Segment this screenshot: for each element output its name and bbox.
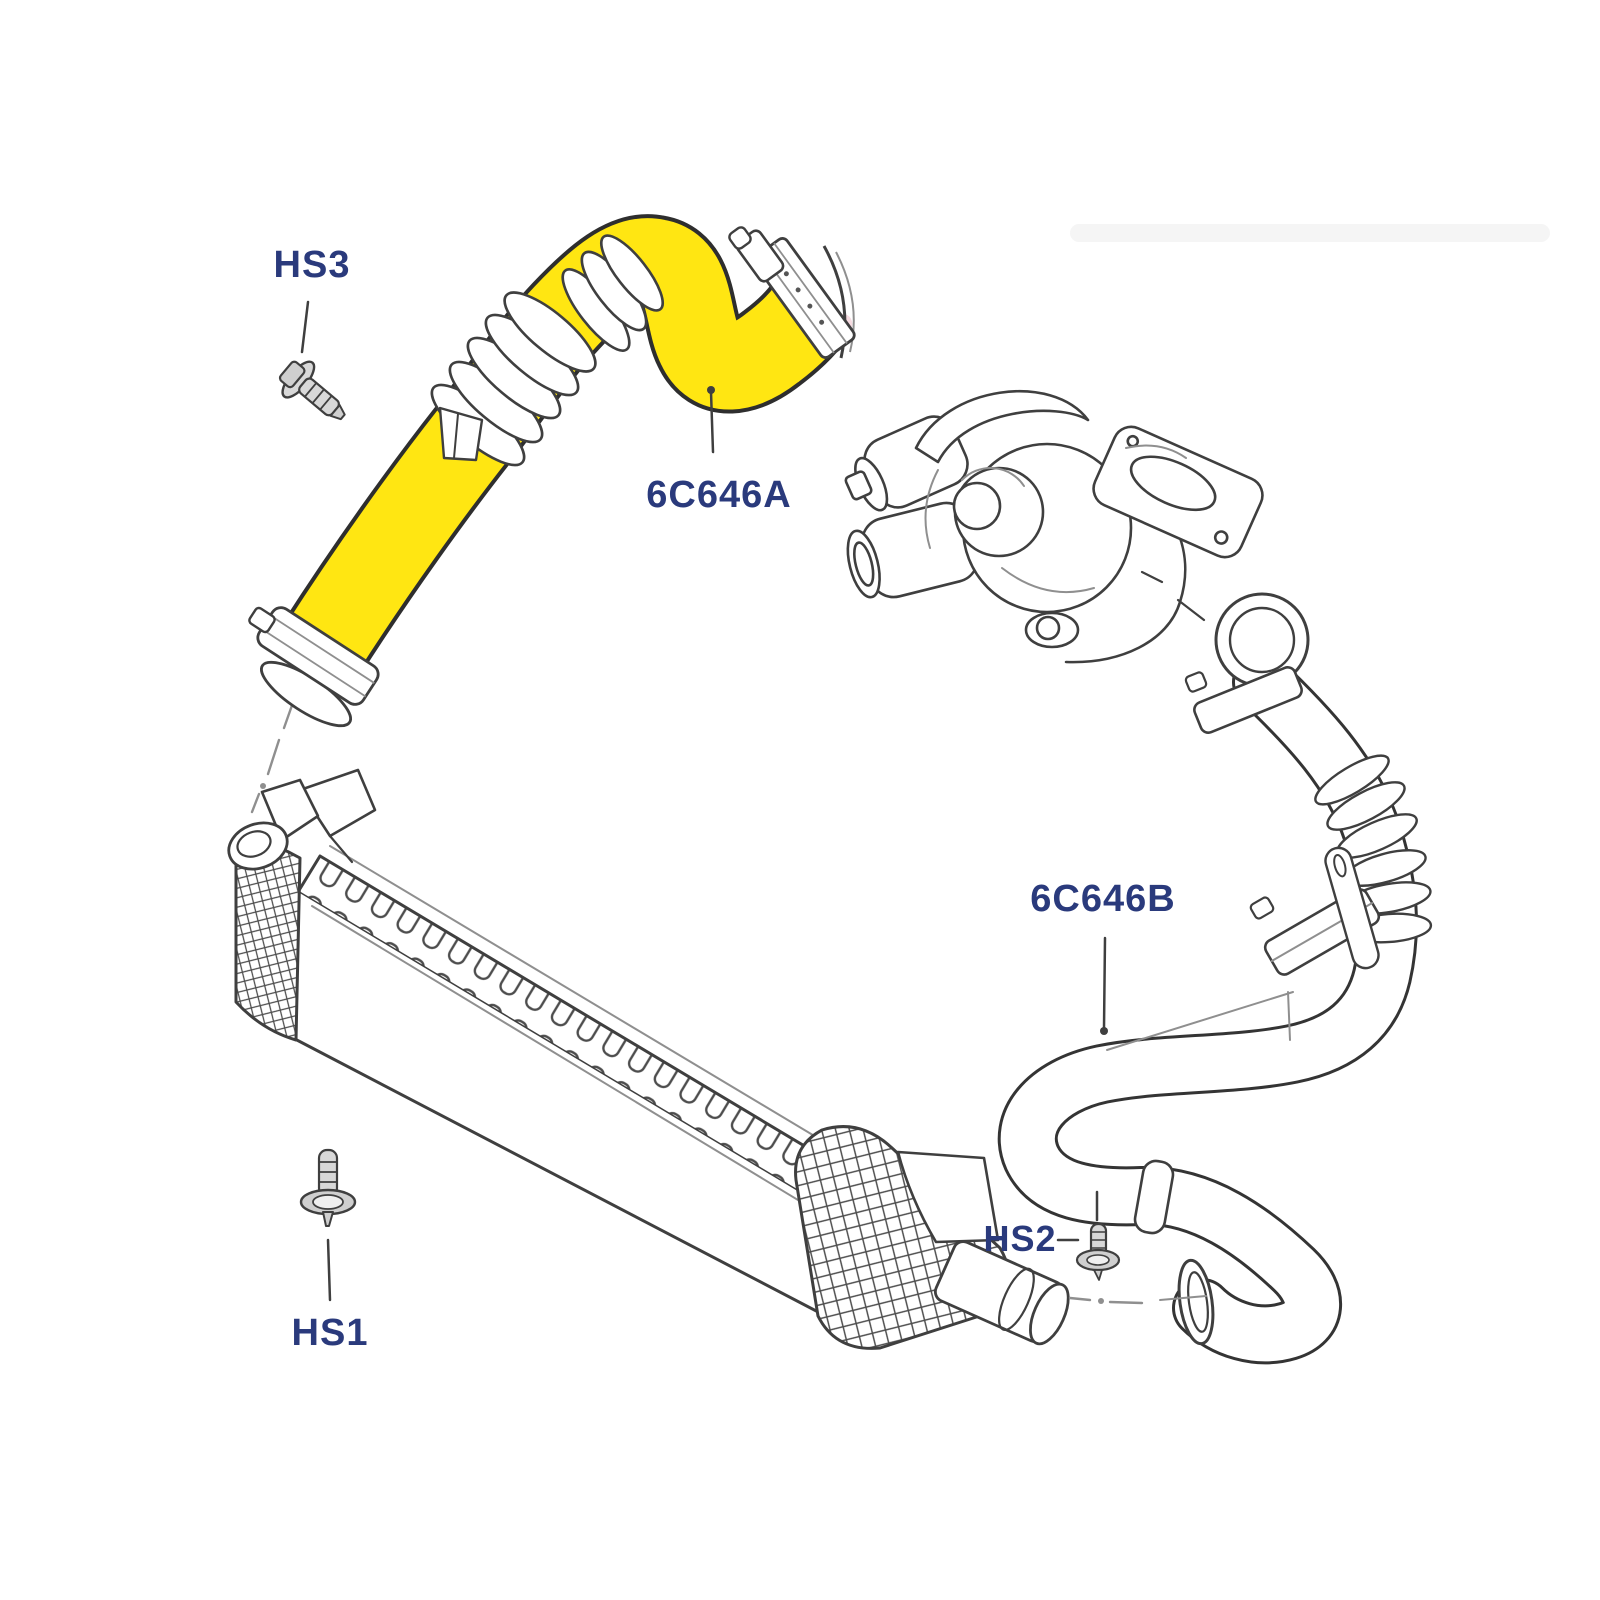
leader-line-hs3	[300, 300, 310, 354]
label-hs3: HS3	[273, 244, 351, 286]
leader-line-hs1	[326, 1238, 332, 1302]
leader-line-6c646a	[709, 390, 715, 454]
turbocharger-drawing	[844, 390, 1264, 664]
intercooler-front-face	[291, 890, 884, 1340]
hose-6c646b-open-end	[1159, 1258, 1215, 1346]
leader-dot-6c646b	[1100, 1027, 1108, 1035]
turbo-flange	[1092, 425, 1264, 559]
turbo-volute	[914, 390, 1090, 464]
hose-6c646b-drawing	[997, 592, 1433, 1365]
intercooler-inlet-port	[227, 768, 377, 871]
turbo-left-port-lower	[846, 501, 980, 599]
screw-hs2-icon	[1075, 1222, 1121, 1281]
hose-6c646b-bracket	[1324, 846, 1380, 970]
label-hs1: HS1	[291, 1312, 369, 1354]
hose-6c646a-tab	[438, 406, 484, 462]
assembly-centerline-outlet	[1068, 1296, 1144, 1305]
turbo-to-hose-dash	[1140, 570, 1206, 622]
label-6c646b: 6C646B	[1030, 878, 1176, 920]
intercooler-drawing	[227, 768, 1070, 1350]
leader-dot-6c646a	[707, 386, 715, 394]
scan-artifact	[1070, 224, 1550, 242]
intercooler-outlet-port	[933, 1240, 1070, 1346]
hose-6c646b-connector	[1184, 592, 1310, 734]
hose-6c646b-collar	[1133, 1159, 1175, 1235]
intercooler-left-tank	[234, 834, 302, 1042]
screw-hs1-icon	[299, 1148, 357, 1227]
label-hs2: HS2	[983, 1218, 1057, 1259]
leader-line-6c646b	[1102, 936, 1107, 1030]
hose-6c646a-drawing	[248, 214, 856, 728]
label-6c646a: 6C646A	[646, 474, 792, 516]
hose-6c646a-highlight	[285, 218, 848, 672]
hose-6c646a-neck-rings	[561, 234, 664, 352]
bolt-hs3-icon	[278, 360, 346, 421]
